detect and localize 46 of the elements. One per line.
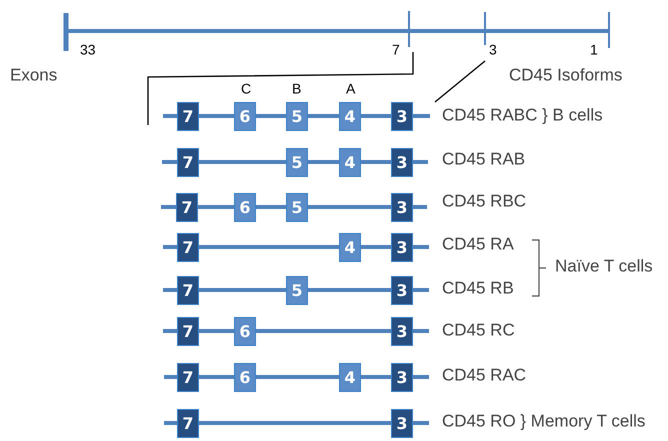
exon-box: 4 (339, 148, 361, 176)
exon-number: 33 (80, 42, 96, 58)
exon-box: 5 (286, 148, 308, 176)
exon-box: 3 (391, 148, 413, 176)
exon-box: 3 (391, 276, 413, 304)
axis-label: Exons (10, 66, 58, 86)
exon-box: 3 (391, 192, 413, 222)
exon-letter: C (241, 81, 252, 97)
exon-box: 7 (177, 148, 199, 176)
exon-box: 7 (176, 192, 198, 222)
isoform-label: CD45 RABC } B cells (442, 106, 603, 126)
exon-number: 7 (392, 42, 400, 58)
isoform-label: CD45 RO } Memory T cells (442, 412, 646, 432)
exon-box: 5 (286, 102, 308, 130)
exon-box: 7 (177, 102, 199, 130)
exon-box: 7 (177, 362, 199, 392)
exon-letter: A (346, 81, 356, 97)
exon-number: 1 (590, 42, 598, 58)
isoform-label: CD45 RBC (442, 192, 526, 212)
isoform-label: CD45 RAC (442, 366, 526, 386)
exon-box: 5 (286, 192, 308, 222)
exon-box: 7 (177, 276, 199, 304)
exon-box: 4 (339, 232, 361, 262)
exon-box: 7 (177, 232, 199, 262)
exon-box: 7 (177, 316, 199, 346)
exon-box: 4 (339, 362, 361, 392)
exon-box: 4 (339, 102, 361, 130)
exon-letter: B (292, 81, 302, 97)
exon-box: 6 (234, 316, 256, 346)
exon-box: 6 (234, 362, 256, 392)
exon-box: 6 (234, 192, 256, 222)
isoform-label: CD45 RC (442, 322, 515, 340)
isoform-label: CD45 RAB (442, 150, 526, 170)
exon-box: 3 (391, 408, 413, 438)
exon-box: 7 (177, 408, 199, 438)
exon-box: 5 (286, 276, 308, 304)
exon-number: 3 (489, 42, 497, 58)
cell-type-label: Naïve T cells (555, 258, 653, 276)
exon-box: 3 (391, 362, 413, 392)
exon-box: 3 (391, 102, 413, 130)
exon-box: 6 (234, 102, 256, 130)
exon-box: 3 (391, 316, 413, 346)
axis-label: CD45 Isoforms (509, 66, 622, 86)
isoform-label: CD45 RA (442, 236, 514, 254)
isoform-label: CD45 RB (442, 280, 514, 298)
exon-box: 3 (391, 232, 413, 262)
